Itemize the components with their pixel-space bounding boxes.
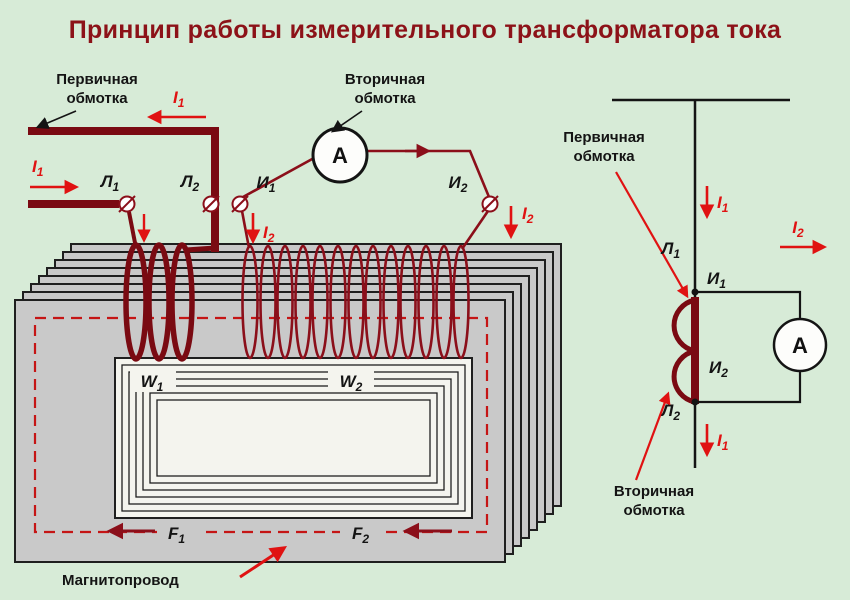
turns-label-w1: W1 — [141, 372, 164, 394]
core-callout: Магнитопровод — [62, 546, 288, 589]
secondary-winding-label-line1: Вторичная — [614, 483, 694, 500]
current-label-i1: I1 — [717, 431, 729, 453]
terminal-label-l2: Л2 — [660, 401, 681, 423]
primary-winding-callout: Первичная обмотка — [35, 71, 138, 129]
pointer-line — [330, 110, 363, 133]
wire-top — [695, 290, 802, 318]
secondary-winding-coil — [240, 210, 490, 360]
current-i1-top: I1 — [146, 88, 206, 125]
pointer-arrow — [615, 171, 689, 299]
terminal-label-i1: И1 — [707, 269, 726, 291]
pointer-arrow — [634, 391, 671, 481]
current-i2-left: I2 — [245, 213, 275, 245]
secondary-winding-label-line2: обмотка — [623, 502, 685, 519]
current-label-i2: I2 — [263, 223, 275, 245]
current-i1-left: I1 — [30, 157, 80, 195]
current-i1-bottom: I1 — [699, 424, 729, 458]
current-i2: I2 — [780, 218, 828, 255]
current-label-i2: I2 — [792, 218, 804, 240]
flux-path: F1 F2 — [33, 316, 489, 546]
f1-label-mask — [157, 520, 203, 543]
ammeter — [772, 317, 828, 373]
terminal-label-i1: И1 — [257, 173, 276, 195]
secondary-winding-label-line1: Вторичная — [345, 71, 425, 88]
wire-i1-to-ammeter — [242, 156, 315, 199]
terminal-i1 — [231, 195, 249, 213]
flux-label-f1: F1 — [168, 524, 185, 546]
terminal-label-l2: Л2 — [179, 172, 200, 194]
primary-winding-wires — [28, 127, 219, 253]
circuit-diagram: Первичная обмотка I1 I2 Л1 И1 И2 Л2 — [563, 98, 828, 519]
primary-winding-callout: Первичная обмотка — [563, 129, 689, 299]
ammeter-branch: A — [691, 288, 828, 406]
f2-label-mask — [340, 520, 386, 543]
w1-label-mask — [130, 369, 176, 392]
current-i2-right: I2 — [503, 204, 534, 240]
current-label-i2: I2 — [522, 204, 534, 226]
primary-winding-label-line2: обмотка — [66, 90, 128, 107]
terminal-i2 — [481, 195, 499, 213]
current-i1-top: I1 — [699, 186, 729, 220]
terminal-l2 — [202, 195, 220, 213]
core-label: Магнитопровод — [62, 572, 179, 589]
ammeter-letter: A — [332, 143, 348, 168]
secondary-winding-callout: Вторичная обмотка — [330, 71, 425, 133]
turn-count-labels: W1 W2 — [130, 369, 374, 394]
pointer-arrow — [239, 546, 288, 579]
pointer-line — [35, 110, 77, 129]
current-label-i1: I1 — [32, 157, 44, 179]
wire-ammeter-to-i2 — [367, 149, 491, 198]
terminal-label-i2: И2 — [709, 358, 728, 380]
main-diagram: F1 F2 W1 W2 — [14, 71, 562, 589]
current-label-i1: I1 — [717, 193, 729, 215]
ammeter-letter: A — [792, 333, 808, 358]
secondary-winding-label-line2: обмотка — [354, 90, 416, 107]
current-label-i1: I1 — [173, 88, 185, 110]
terminal-label-l1: Л1 — [660, 239, 681, 261]
terminal-label-l1: Л1 — [99, 172, 120, 194]
w2-label-mask — [328, 369, 374, 392]
junction-dot — [691, 398, 699, 406]
turns-label-w2: W2 — [340, 372, 363, 394]
flux-label-f2: F2 — [352, 524, 369, 546]
page-title: Принцип работы измерительного трансформа… — [69, 16, 782, 44]
primary-winding-label-line1: Первичная — [563, 129, 645, 146]
primary-winding-coil — [123, 242, 195, 362]
terminal-label-i2: И2 — [449, 173, 468, 195]
secondary-winding-callout: Вторичная обмотка — [614, 391, 694, 519]
junction-dot — [691, 288, 699, 296]
primary-winding-label-line1: Первичная — [56, 71, 138, 88]
secondary-winding-symbol — [671, 297, 699, 405]
wire-bottom — [695, 372, 802, 404]
terminal-l1 — [118, 195, 136, 213]
primary-winding-label-line2: обмотка — [573, 148, 635, 165]
